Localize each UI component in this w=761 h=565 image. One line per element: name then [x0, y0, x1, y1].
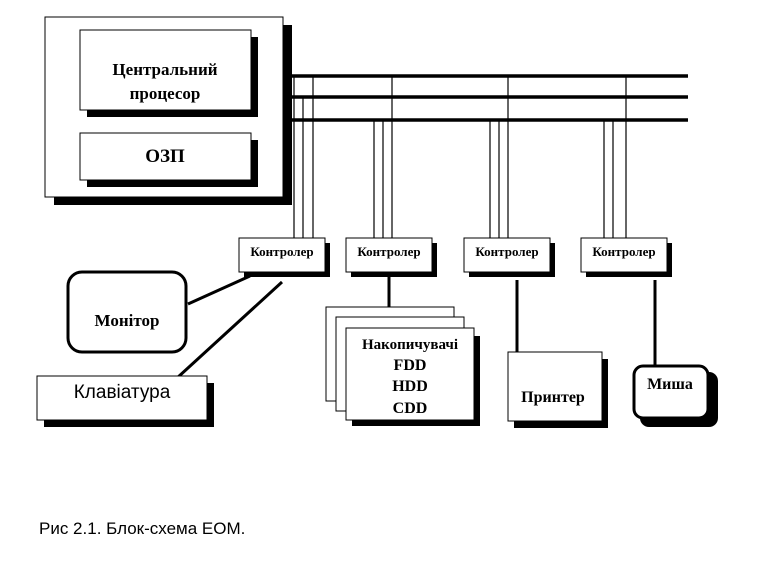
controller-1-label: Контролер [250, 244, 313, 259]
printer-box [507, 351, 603, 422]
cpu-block: Центральний процесор [79, 29, 258, 117]
keyboard-label: Клавіатура [74, 382, 171, 403]
storage-label-line2: FDD [394, 357, 427, 374]
controller-2: Контролер [345, 237, 437, 277]
monitor-device: Монітор [66, 270, 188, 354]
monitor-connection [187, 274, 251, 306]
cpu-label-line1: Центральний [112, 60, 217, 79]
controller-1-box [238, 237, 326, 273]
printer-device: Принтер [507, 351, 608, 428]
controller-3-label: Контролер [475, 244, 538, 259]
ram-label: ОЗП [145, 146, 185, 167]
controller-3-box [463, 237, 551, 273]
controller-4: Контролер [580, 237, 672, 277]
mouse-label: Миша [647, 376, 693, 393]
ram-box [79, 132, 252, 181]
storage-label-line1: Накопичувачі [362, 337, 458, 353]
device-connections [175, 274, 657, 380]
storage-label-line3: HDD [392, 378, 428, 395]
system-bus [290, 74, 688, 122]
controller-4-box [580, 237, 668, 273]
bus-taps [293, 76, 627, 238]
controller-2-label: Контролер [357, 244, 420, 259]
mouse-box [632, 364, 710, 420]
controller-3: Контролер [463, 237, 555, 277]
figure-caption: Рис 2.1. Блок-схема ЕОМ. [39, 519, 245, 538]
controller-2-box [345, 237, 433, 273]
monitor-box [66, 270, 188, 354]
storage-front-box [345, 327, 475, 421]
monitor-label: Монітор [95, 311, 160, 330]
printer-label: Принтер [521, 389, 585, 406]
mouse-device: Миша [632, 364, 718, 427]
keyboard-box [36, 375, 208, 421]
ram-block: ОЗП [79, 132, 258, 187]
keyboard-connection [175, 280, 284, 380]
cpu-box [79, 29, 252, 111]
storage-label-line4: CDD [393, 400, 428, 417]
controller-1: Контролер [238, 237, 330, 277]
keyboard-device: Клавіатура [36, 375, 214, 427]
cpu-label-line2: процесор [130, 84, 201, 103]
controller-4-label: Контролер [592, 244, 655, 259]
storage-device: Накопичувачі FDD HDD CDD [325, 306, 480, 426]
